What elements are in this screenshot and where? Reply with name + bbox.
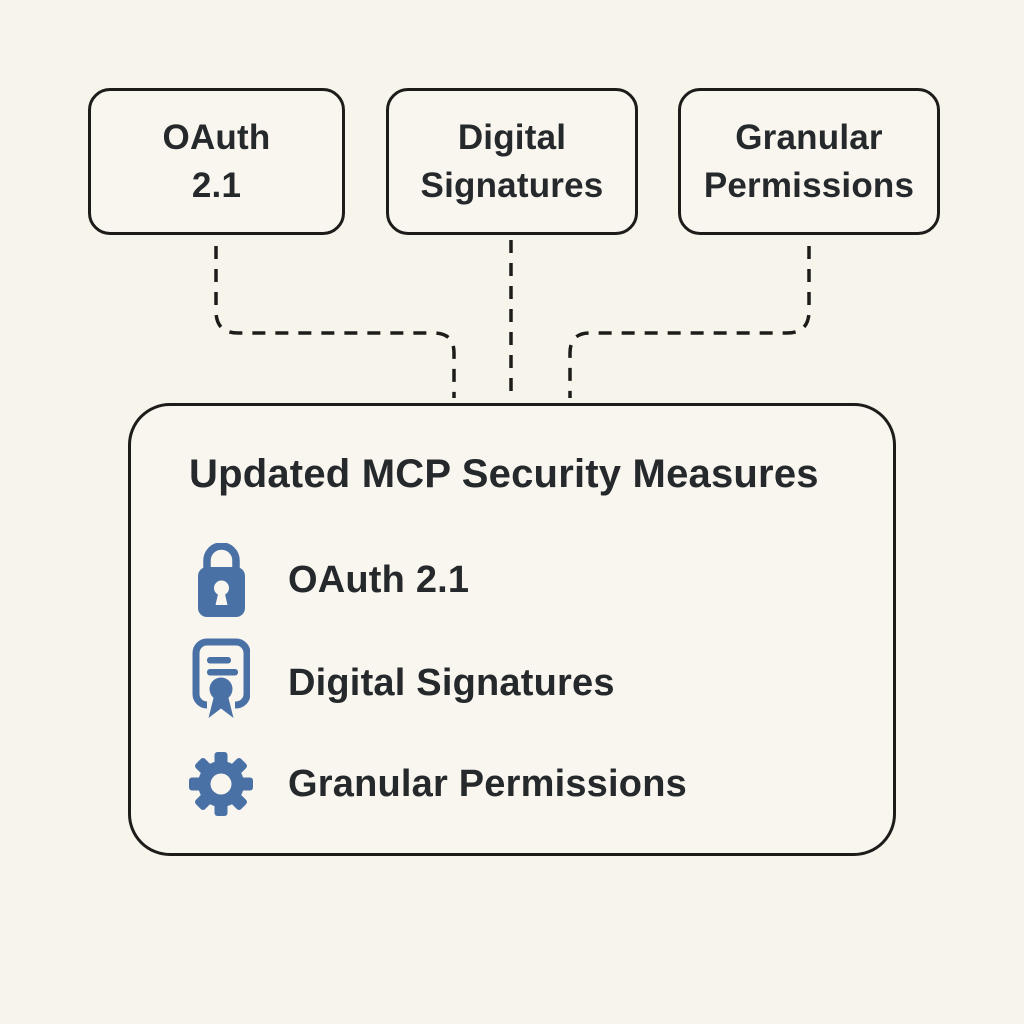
panel-title: Updated MCP Security Measures	[189, 452, 819, 496]
gear-icon	[189, 752, 253, 816]
list-item-oauth: OAuth 2.1	[189, 532, 469, 628]
list-item-permissions-label: Granular Permissions	[288, 762, 687, 805]
node-oauth-2-1-label: OAuth 2.1	[162, 118, 271, 205]
lock-icon	[189, 543, 253, 617]
connector-right	[568, 246, 811, 398]
list-item-signatures-label: Digital Signatures	[288, 661, 615, 704]
node-granular-permissions: Granular Permissions	[678, 88, 940, 235]
node-granular-permissions-label: Granular Permissions	[703, 118, 915, 205]
list-item-oauth-label: OAuth 2.1	[288, 558, 470, 601]
list-item-permissions: Granular Permissions	[189, 736, 687, 832]
node-oauth-2-1: OAuth 2.1	[88, 88, 345, 235]
connector-left	[214, 246, 456, 398]
node-digital-signatures-label: Digital Signatures	[420, 118, 604, 205]
list-item-signatures: Digital Signatures	[189, 635, 615, 731]
summary-panel: Updated MCP Security Measures OAuth 2.1	[128, 403, 896, 856]
node-digital-signatures: Digital Signatures	[386, 88, 638, 235]
certificate-icon	[189, 638, 253, 728]
